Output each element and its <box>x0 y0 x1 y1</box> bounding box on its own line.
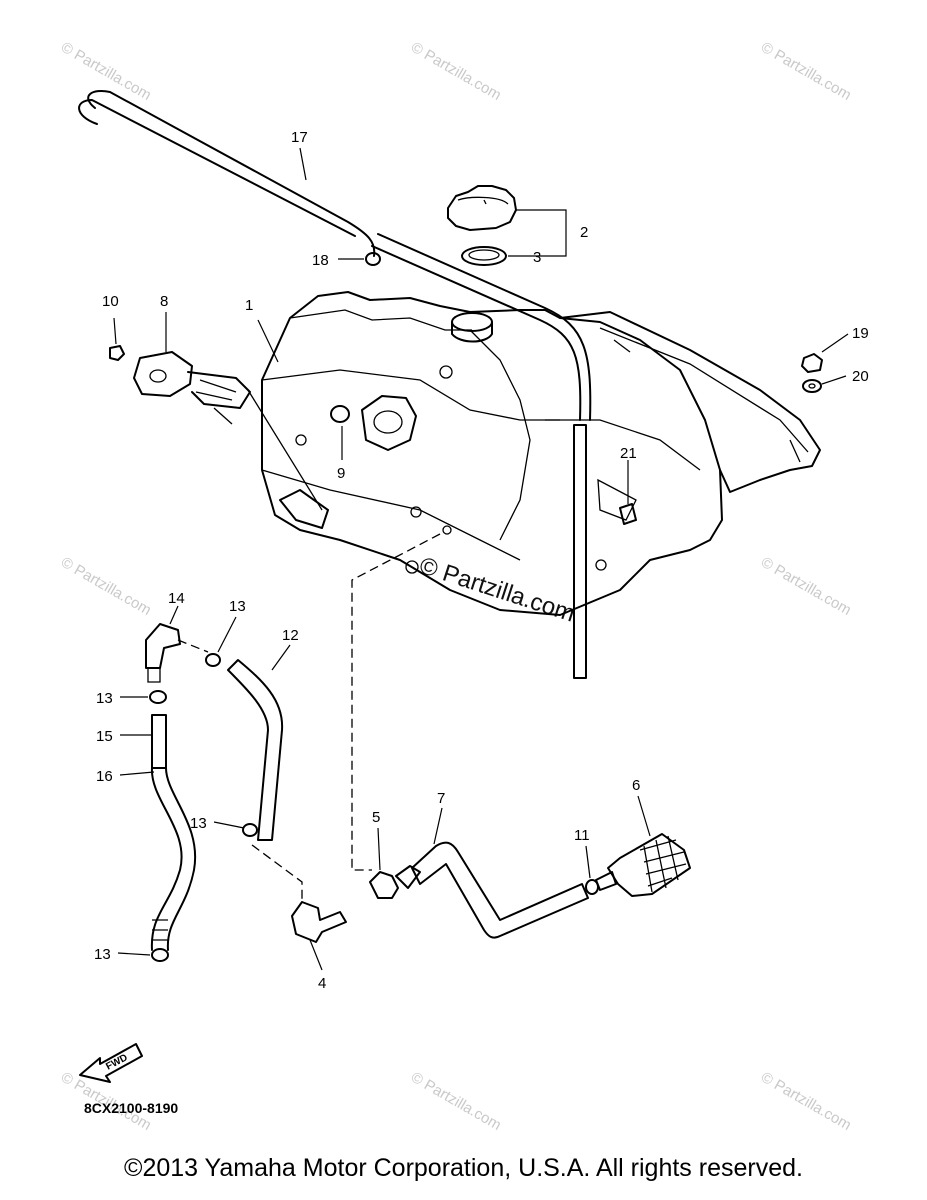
callout-18: 18 <box>312 252 329 269</box>
part-7-fuel-line <box>411 841 589 939</box>
callout-16: 16 <box>96 768 113 785</box>
part-4-elbow <box>291 901 347 943</box>
callout-7: 7 <box>437 790 445 807</box>
tank-mount-flange <box>559 311 821 521</box>
watermarks: © Partzilla.com © Partzilla.com © Partzi… <box>58 39 854 1134</box>
callout-labels: 1 2 3 4 5 6 7 8 9 10 11 12 13 13 13 13 1… <box>94 129 869 992</box>
watermark: © Partzilla.com <box>408 39 504 104</box>
watermark: © Partzilla.com <box>408 1069 504 1134</box>
part-1-fuel-tank <box>247 291 723 616</box>
callout-15: 15 <box>96 728 113 745</box>
callout-10: 10 <box>102 293 119 310</box>
callout-17: 17 <box>291 129 308 146</box>
part-10-bolt <box>109 345 125 361</box>
part-3-gasket <box>461 246 507 266</box>
part-13-clamp <box>149 653 599 962</box>
part-14-elbow <box>145 623 181 683</box>
part-17-breather-hose <box>78 90 592 421</box>
callout-13a: 13 <box>229 598 246 615</box>
watermark: © Partzilla.com <box>58 554 154 619</box>
part-8-fuel-pump <box>133 351 251 425</box>
callout-13b: 13 <box>96 690 113 707</box>
callout-12: 12 <box>282 627 299 644</box>
callout-leaders <box>113 147 849 971</box>
copyright-notice: ©2013 Yamaha Motor Corporation, U.S.A. A… <box>124 1154 803 1182</box>
watermark-center: © Partzilla.com <box>416 552 578 628</box>
part-15-fuel-hose <box>151 714 167 769</box>
callout-2: 2 <box>580 224 588 241</box>
callout-13c: 13 <box>190 815 207 832</box>
part-19-nut <box>801 353 823 373</box>
callout-1: 1 <box>245 297 253 314</box>
watermark: © Partzilla.com <box>758 39 854 104</box>
callout-11: 11 <box>574 827 590 844</box>
routing-lines <box>177 533 441 902</box>
callout-9: 9 <box>337 465 345 482</box>
callout-21: 21 <box>620 445 637 462</box>
callout-5: 5 <box>372 809 380 826</box>
part-2-fuel-cap <box>447 185 517 231</box>
fwd-arrow-icon: FWD <box>79 1043 143 1083</box>
part-18-clamp <box>365 252 381 266</box>
watermark: © Partzilla.com <box>758 554 854 619</box>
watermark: © Partzilla.com <box>58 39 154 104</box>
callout-8: 8 <box>160 293 168 310</box>
part-20-washer <box>802 379 822 393</box>
watermark: © Partzilla.com <box>758 1069 854 1134</box>
callout-20: 20 <box>852 368 869 385</box>
part-5-valve <box>369 865 421 899</box>
callout-14: 14 <box>168 590 185 607</box>
callout-13d: 13 <box>94 946 111 963</box>
diagram-code: 8CX2100-8190 <box>84 1100 178 1116</box>
part-12-hose <box>227 659 284 841</box>
breather-tube <box>573 424 587 679</box>
callout-6: 6 <box>632 777 640 794</box>
part-6-fuel-filter <box>595 833 691 897</box>
callout-19: 19 <box>852 325 869 342</box>
callout-3: 3 <box>533 249 541 266</box>
part-16-hose <box>150 767 197 951</box>
callout-4: 4 <box>318 975 326 992</box>
part-21-clip <box>619 503 637 525</box>
